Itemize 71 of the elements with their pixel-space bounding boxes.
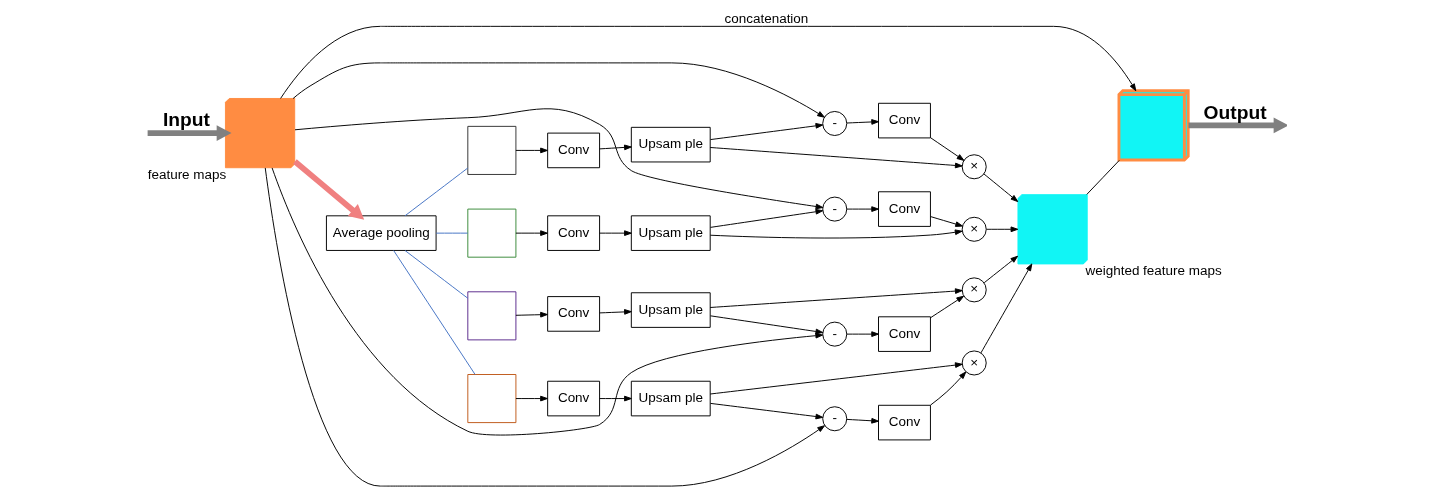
node-label: weighted feature maps bbox=[1085, 262, 1222, 278]
node-box: Upsam ple bbox=[630, 380, 711, 417]
node-circle: - bbox=[821, 110, 847, 136]
edge-label: Output bbox=[1203, 101, 1267, 123]
node-box: Conv bbox=[877, 404, 931, 441]
arrow bbox=[845, 119, 879, 125]
node-box: Conv bbox=[546, 380, 600, 417]
node-box: Upsam ple bbox=[630, 215, 711, 251]
connector bbox=[392, 250, 476, 375]
node-box bbox=[466, 125, 516, 175]
arrow bbox=[929, 295, 964, 319]
arrow bbox=[929, 216, 963, 227]
arrow bbox=[985, 226, 1018, 233]
node-box: Conv bbox=[877, 191, 931, 227]
arrow bbox=[514, 147, 548, 154]
arrow bbox=[264, 167, 825, 487]
node-box bbox=[466, 291, 516, 341]
node-circle: × bbox=[961, 350, 987, 376]
connector bbox=[404, 167, 468, 217]
arrow bbox=[709, 229, 962, 239]
arrow bbox=[709, 123, 823, 141]
node-circle: × bbox=[961, 154, 987, 180]
arrow bbox=[929, 137, 964, 161]
arrow bbox=[709, 315, 823, 335]
node-circle: - bbox=[821, 321, 847, 347]
arrow bbox=[271, 167, 823, 436]
arrow bbox=[709, 147, 963, 169]
arrow bbox=[983, 255, 1018, 284]
arrow bbox=[147, 125, 232, 141]
arrow bbox=[294, 108, 823, 210]
arrow bbox=[292, 62, 825, 118]
connector bbox=[435, 232, 468, 234]
node-circle: - bbox=[821, 196, 847, 222]
node-box: Upsam ple bbox=[630, 126, 711, 163]
node-box bbox=[466, 374, 516, 424]
arrow bbox=[598, 144, 632, 151]
arrow bbox=[709, 402, 823, 420]
arrow bbox=[929, 371, 966, 406]
node-box: Conv bbox=[877, 102, 931, 139]
connector bbox=[1085, 159, 1120, 195]
node-box: Conv bbox=[546, 296, 600, 332]
arrow bbox=[1188, 117, 1287, 134]
node-box bbox=[466, 208, 516, 258]
arrow bbox=[845, 331, 879, 337]
node-circle: - bbox=[821, 406, 847, 432]
arrow bbox=[598, 395, 632, 402]
edge-label: concatenation bbox=[724, 10, 808, 26]
arrow bbox=[845, 206, 879, 212]
arrow bbox=[979, 263, 1032, 354]
arrow bbox=[514, 230, 548, 236]
arrow bbox=[598, 309, 632, 315]
arrow bbox=[514, 311, 548, 318]
arrow bbox=[514, 395, 548, 402]
node-box: Conv bbox=[546, 215, 600, 251]
node-box: Conv bbox=[877, 316, 931, 352]
arrow bbox=[709, 288, 963, 308]
node-box: Upsam ple bbox=[630, 292, 711, 328]
arrow bbox=[982, 173, 1018, 202]
node-circle: × bbox=[961, 277, 987, 303]
arrow bbox=[709, 362, 963, 395]
node-box: Conv bbox=[546, 132, 600, 169]
arrow bbox=[292, 159, 364, 220]
arrow bbox=[279, 25, 1136, 99]
connector bbox=[404, 250, 468, 299]
edge-label: Input bbox=[162, 109, 210, 131]
node-label: feature maps bbox=[147, 166, 226, 182]
node-box: Average pooling bbox=[325, 215, 437, 251]
arrow bbox=[709, 208, 823, 228]
arrow bbox=[598, 230, 632, 236]
node-circle: × bbox=[961, 216, 987, 242]
arrow bbox=[845, 417, 879, 424]
